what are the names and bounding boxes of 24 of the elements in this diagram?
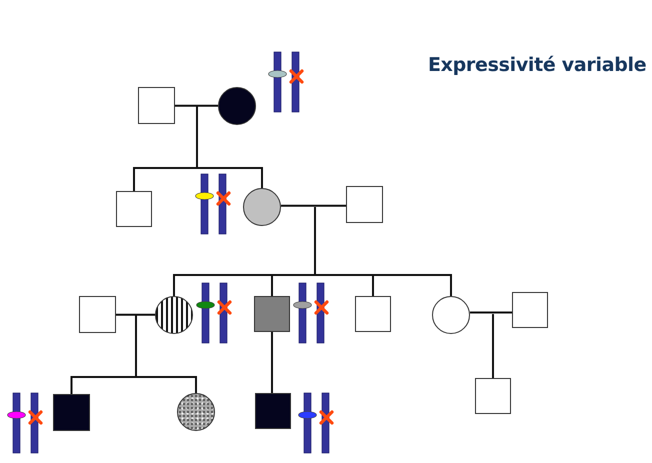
- male-symbol: [346, 186, 383, 223]
- pedigree-line: [196, 105, 263, 188]
- female-symbol: [155, 296, 193, 334]
- title: Expressivité variable: [428, 54, 646, 76]
- male-symbol: [79, 296, 116, 333]
- male-symbol: [116, 191, 152, 227]
- male-symbol: [53, 394, 90, 431]
- pedigree-line: [281, 204, 346, 207]
- male-symbol: [475, 378, 511, 414]
- pedigree-line: [175, 104, 218, 107]
- pedigree-line: [271, 332, 273, 393]
- pedigree-line: [116, 314, 155, 316]
- pedigree-line: [470, 312, 512, 314]
- female-symbol: [243, 188, 281, 226]
- female-symbol: [432, 296, 470, 334]
- female-symbol: [218, 87, 256, 125]
- male-symbol: [512, 292, 548, 328]
- male-symbol: [255, 393, 291, 429]
- pedigree-line: [492, 314, 494, 378]
- female-symbol: [177, 393, 215, 431]
- pedigree-line: [135, 315, 197, 393]
- male-symbol: [355, 296, 391, 332]
- male-symbol: [138, 87, 175, 124]
- male-symbol: [254, 296, 290, 332]
